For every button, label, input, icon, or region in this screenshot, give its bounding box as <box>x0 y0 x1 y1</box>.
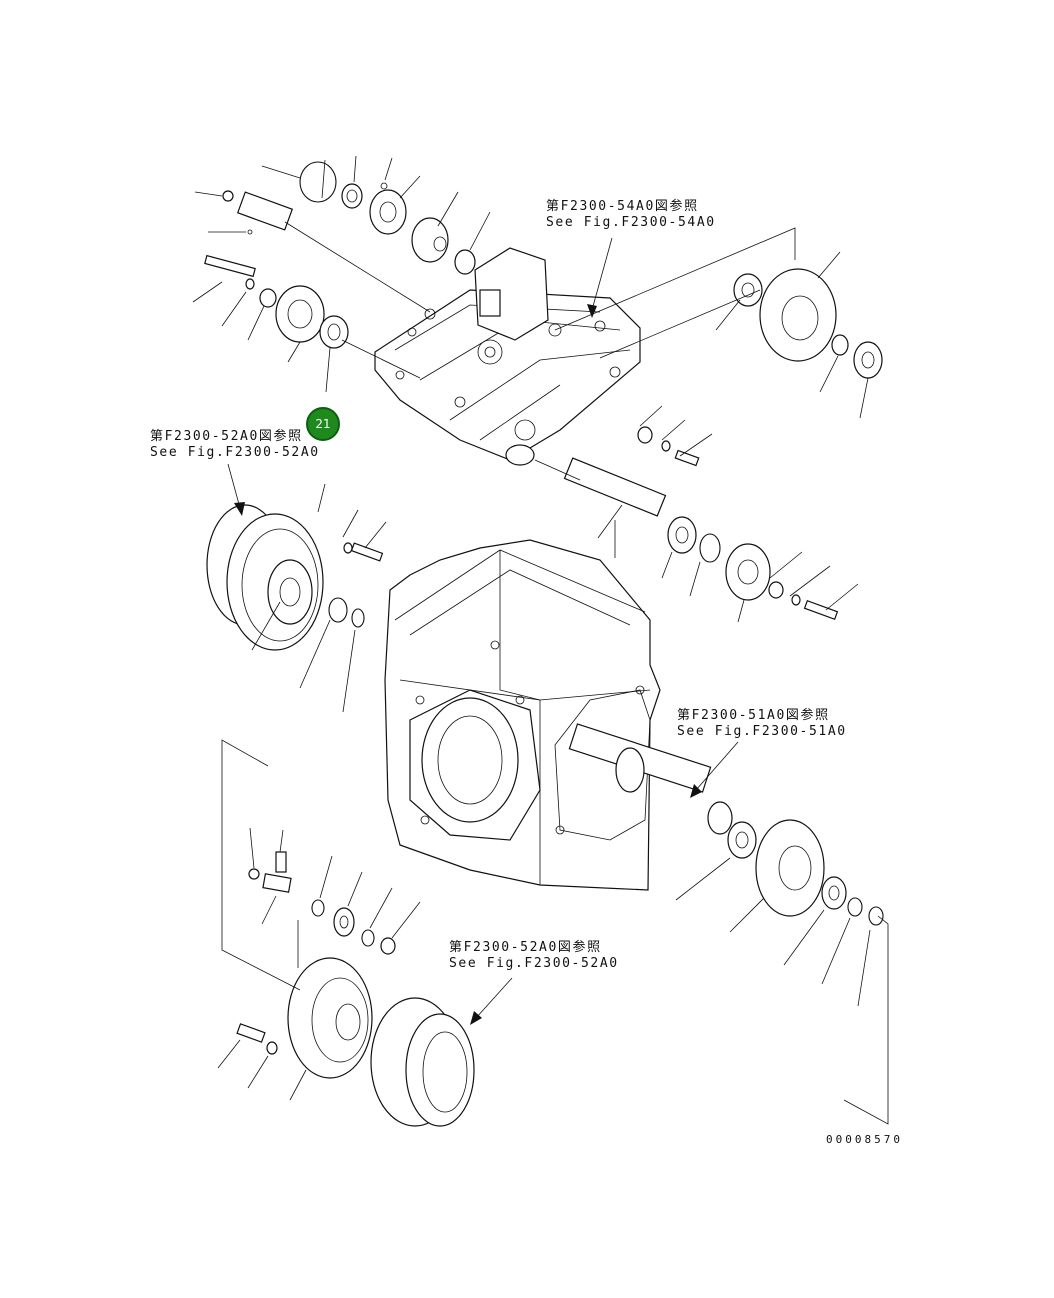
leader-lines <box>192 155 889 1125</box>
washer-icon <box>259 288 277 308</box>
snap-ring-icon <box>351 608 365 628</box>
bolt-icon <box>350 542 384 562</box>
bearing-icon <box>333 907 355 937</box>
bolt-icon <box>803 599 839 621</box>
washer-icon <box>343 542 353 554</box>
bearing-icon <box>369 189 407 235</box>
bolt-icon <box>674 449 700 467</box>
reference-note-51a0: 第F2300-51A0図参照 See Fig.F2300-51A0 <box>677 708 847 740</box>
left-clutch-pack <box>206 504 384 651</box>
gear-icon <box>755 819 825 917</box>
middle-shaft-parts <box>563 457 839 621</box>
snap-ring-icon <box>847 897 863 917</box>
snap-ring-icon <box>361 929 375 947</box>
part-callout-marker[interactable]: 21 <box>306 407 340 441</box>
reference-jp: 第F2300-52A0図参照 <box>150 429 303 444</box>
bearing-icon <box>380 937 396 955</box>
bolt-icon <box>236 1023 266 1043</box>
reference-en: See Fig.F2300-54A0 <box>546 215 716 230</box>
bolt-icon <box>204 254 256 278</box>
reference-note-54a0: 第F2300-54A0図参照 See Fig.F2300-54A0 <box>546 199 716 231</box>
lower-left-parts <box>236 851 475 1127</box>
bearing-icon <box>454 249 476 275</box>
reference-arrows <box>227 237 739 1025</box>
upper-left-parts <box>204 161 476 349</box>
document-number: 00008570 <box>826 1133 903 1146</box>
bearing-icon <box>733 273 763 307</box>
gear-icon <box>725 543 771 601</box>
shaft-icon <box>236 191 294 231</box>
upper-case-housing <box>374 247 641 466</box>
gear-icon <box>411 217 449 263</box>
output-shaft-parts <box>568 723 884 926</box>
snap-ring-icon <box>699 533 721 563</box>
bearing-icon <box>727 821 757 859</box>
reference-jp: 第F2300-51A0図参照 <box>677 708 830 723</box>
plate-icon <box>287 957 373 1079</box>
bearing-icon <box>821 876 847 910</box>
callout-label: 21 <box>315 417 331 431</box>
transmission-case-icon <box>384 539 661 891</box>
washer-icon <box>637 426 653 444</box>
reference-note-52a0-bottom: 第F2300-52A0図参照 See Fig.F2300-52A0 <box>449 940 619 972</box>
shaft-icon <box>563 457 667 517</box>
reference-note-52a0-top: 第F2300-52A0図参照 See Fig.F2300-52A0 <box>150 429 320 461</box>
bearing-icon <box>319 315 349 349</box>
gear-icon <box>759 268 837 362</box>
washer-icon <box>266 1041 278 1055</box>
washer-icon <box>661 440 671 452</box>
reference-en: See Fig.F2300-52A0 <box>150 445 320 460</box>
snap-ring-icon <box>311 899 325 917</box>
washer-icon <box>245 278 255 290</box>
reference-en: See Fig.F2300-52A0 <box>449 956 619 971</box>
reference-jp: 第F2300-52A0図参照 <box>449 940 602 955</box>
bearing-icon <box>341 183 363 209</box>
reference-en: See Fig.F2300-51A0 <box>677 724 847 739</box>
washer-icon <box>791 594 801 606</box>
upper-right-parts <box>637 268 883 467</box>
bearing-icon <box>667 516 697 554</box>
snap-ring-icon <box>328 597 348 623</box>
washer-icon <box>831 334 849 356</box>
reference-jp: 第F2300-54A0図参照 <box>546 199 699 214</box>
washer-icon <box>768 581 784 599</box>
bearing-icon <box>853 341 883 379</box>
snap-ring-icon <box>299 161 337 203</box>
gear-icon <box>275 285 325 343</box>
pin-icon <box>275 851 287 873</box>
snap-ring-icon <box>868 906 884 926</box>
